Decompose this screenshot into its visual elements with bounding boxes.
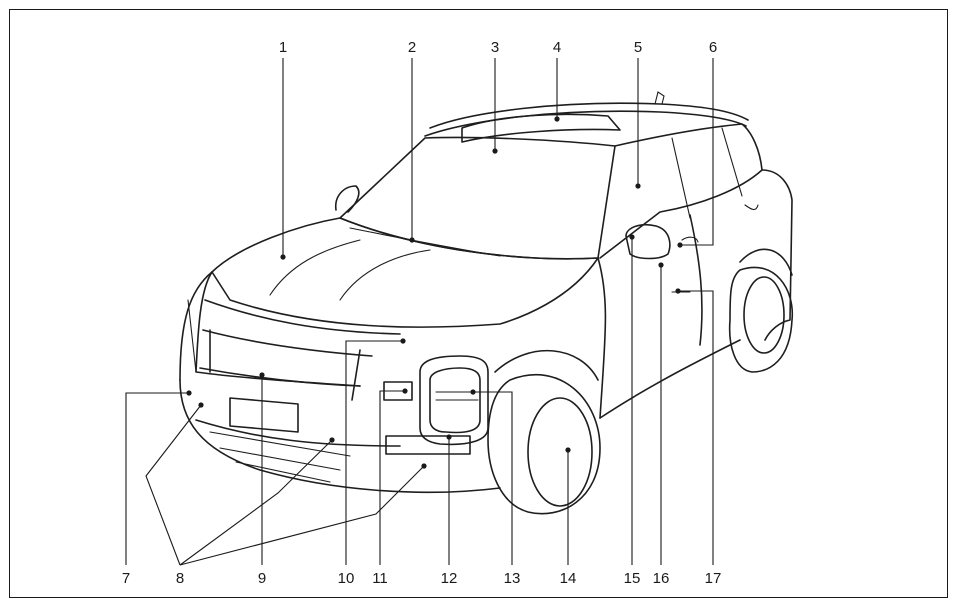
callout-11: 11 bbox=[372, 570, 388, 587]
callout-3: 3 bbox=[491, 39, 499, 56]
callout-13: 13 bbox=[504, 570, 521, 587]
callout-5: 5 bbox=[634, 39, 642, 56]
callout-8: 8 bbox=[176, 570, 184, 587]
callout-2: 2 bbox=[408, 39, 416, 56]
leader-lines bbox=[125, 58, 714, 566]
callout-7: 7 bbox=[122, 570, 130, 587]
callout-4: 4 bbox=[553, 39, 561, 56]
callout-numbers: 1 2 3 4 5 6 7 8 9 10 11 12 13 14 15 16 1… bbox=[122, 39, 722, 587]
callout-9: 9 bbox=[258, 570, 266, 587]
callout-10: 10 bbox=[338, 570, 355, 587]
callout-14: 14 bbox=[560, 570, 577, 587]
callout-1: 1 bbox=[279, 39, 287, 56]
callout-dots bbox=[186, 116, 683, 469]
callout-17: 17 bbox=[705, 570, 722, 587]
callout-16: 16 bbox=[653, 570, 670, 587]
vehicle-illustration bbox=[179, 91, 794, 515]
callout-6: 6 bbox=[709, 39, 717, 56]
callout-15: 15 bbox=[624, 570, 641, 587]
callout-12: 12 bbox=[441, 570, 458, 587]
